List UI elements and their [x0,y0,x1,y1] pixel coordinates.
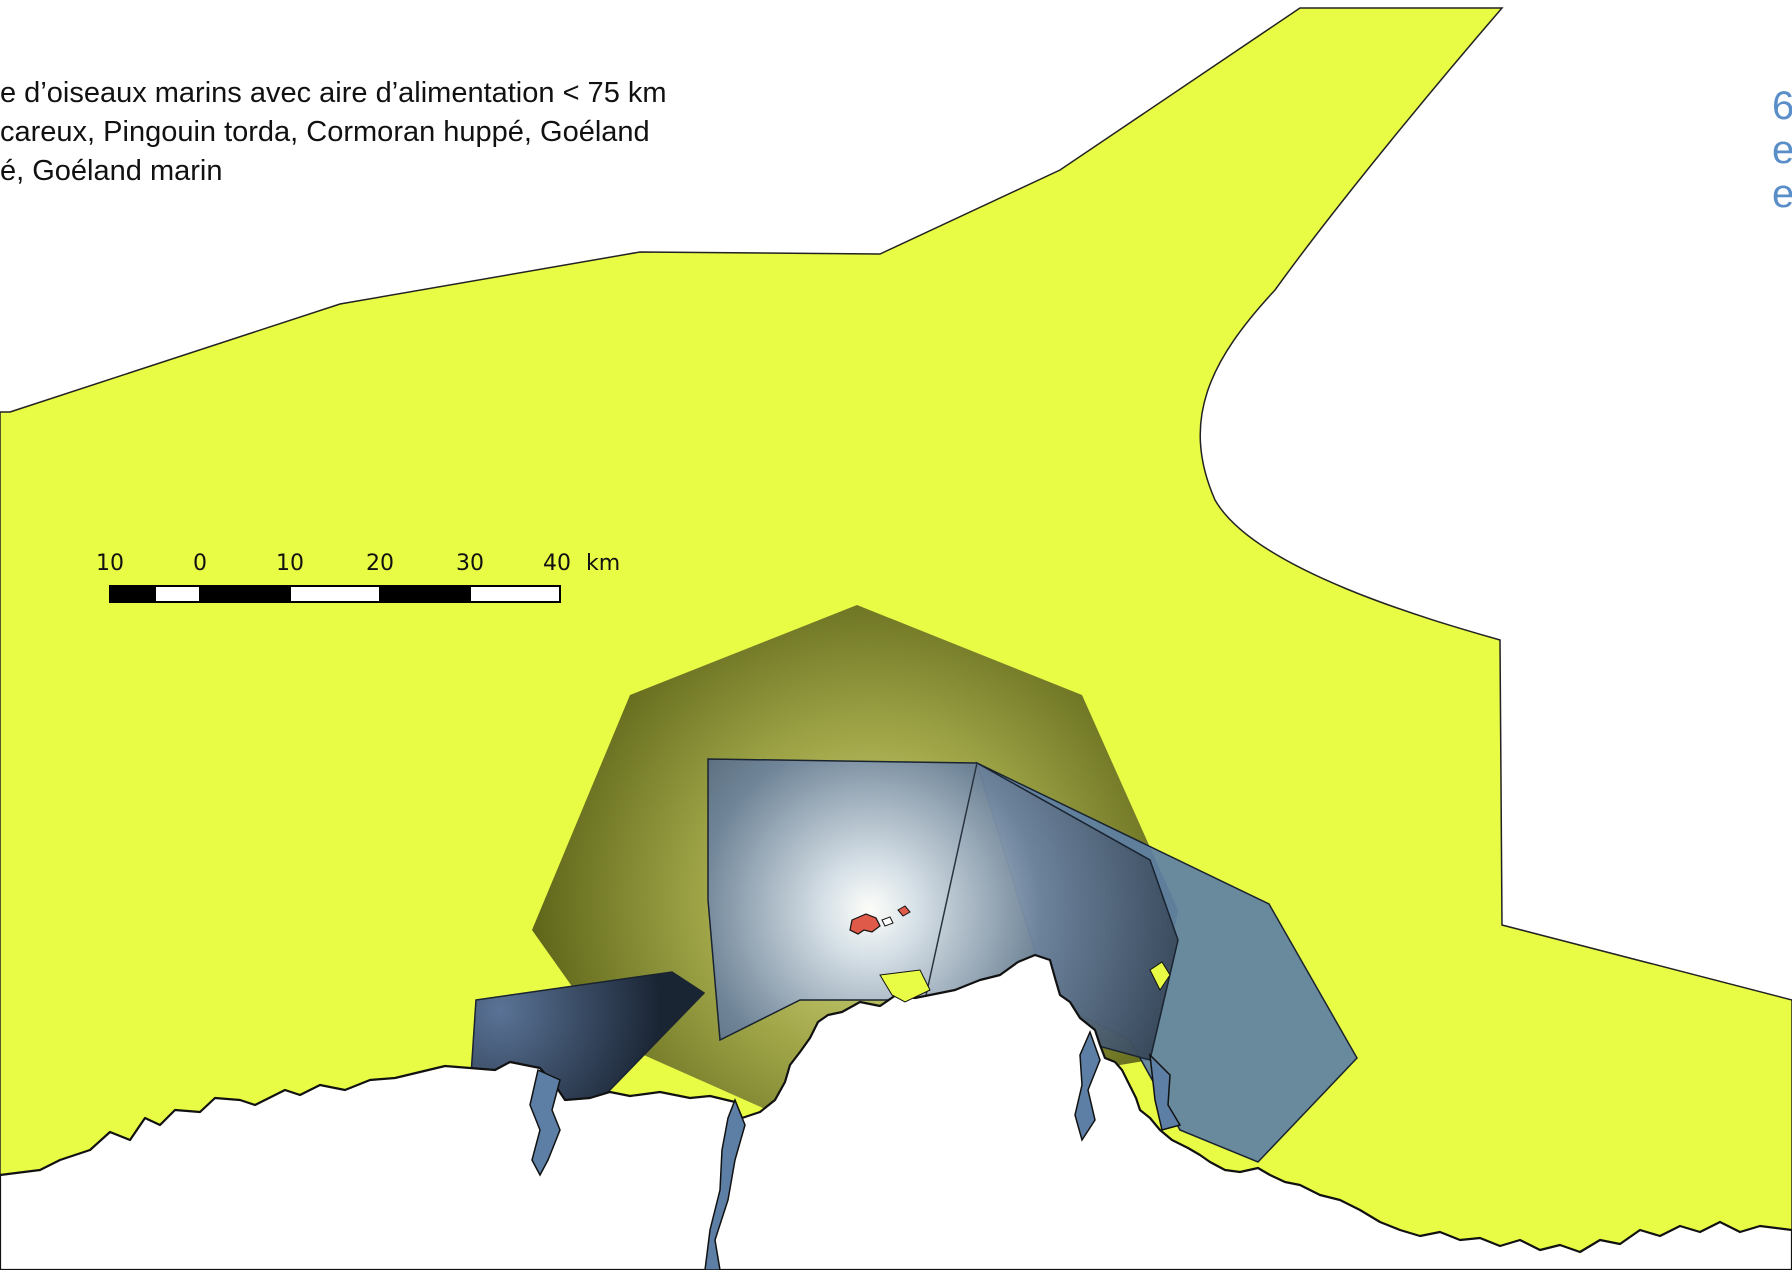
side-text-line: e [1772,128,1792,172]
islet [881,916,894,927]
scale-segment [469,585,561,603]
scale-bar: 10 0 10 20 30 40 km [96,551,620,603]
side-text-line: 6 [1772,84,1792,128]
scale-tick-label: 40 [543,551,571,576]
scale-tick-label: 10 [276,551,304,576]
coastal-strip [879,969,931,1003]
mainland [0,953,1792,1270]
caption-line: é, Goéland marin [0,155,223,187]
scale-segment [379,585,471,603]
scale-tick-label: 20 [366,551,394,576]
scale-segment [109,585,156,603]
scale-tick-label: 0 [193,551,207,576]
estuary-far-east [1149,1052,1182,1131]
scale-segment [154,585,201,603]
side-text-fragment: 6 e e [1772,84,1792,216]
scale-segment [199,585,291,603]
scale-unit-label: km [586,551,620,576]
scale-tick-label: 30 [456,551,484,576]
caption-line: e d’oiseaux marins avec aire d’alimentat… [0,77,667,109]
seabird-colony [849,913,881,935]
scale-tick-label: 10 [96,551,124,576]
estuary-west [529,1068,561,1177]
caption-line: careux, Pingouin torda, Cormoran huppé, … [0,116,650,148]
scale-segment [289,585,381,603]
coastal-strip-2 [1149,961,1171,991]
islet [897,905,911,917]
map-caption: e d’oiseaux marins avec aire d’alimentat… [0,74,667,191]
zone-divider [924,762,978,1001]
side-text-line: e [1772,172,1792,216]
estuary-east [1074,1029,1101,1142]
estuary-center [704,1097,746,1270]
